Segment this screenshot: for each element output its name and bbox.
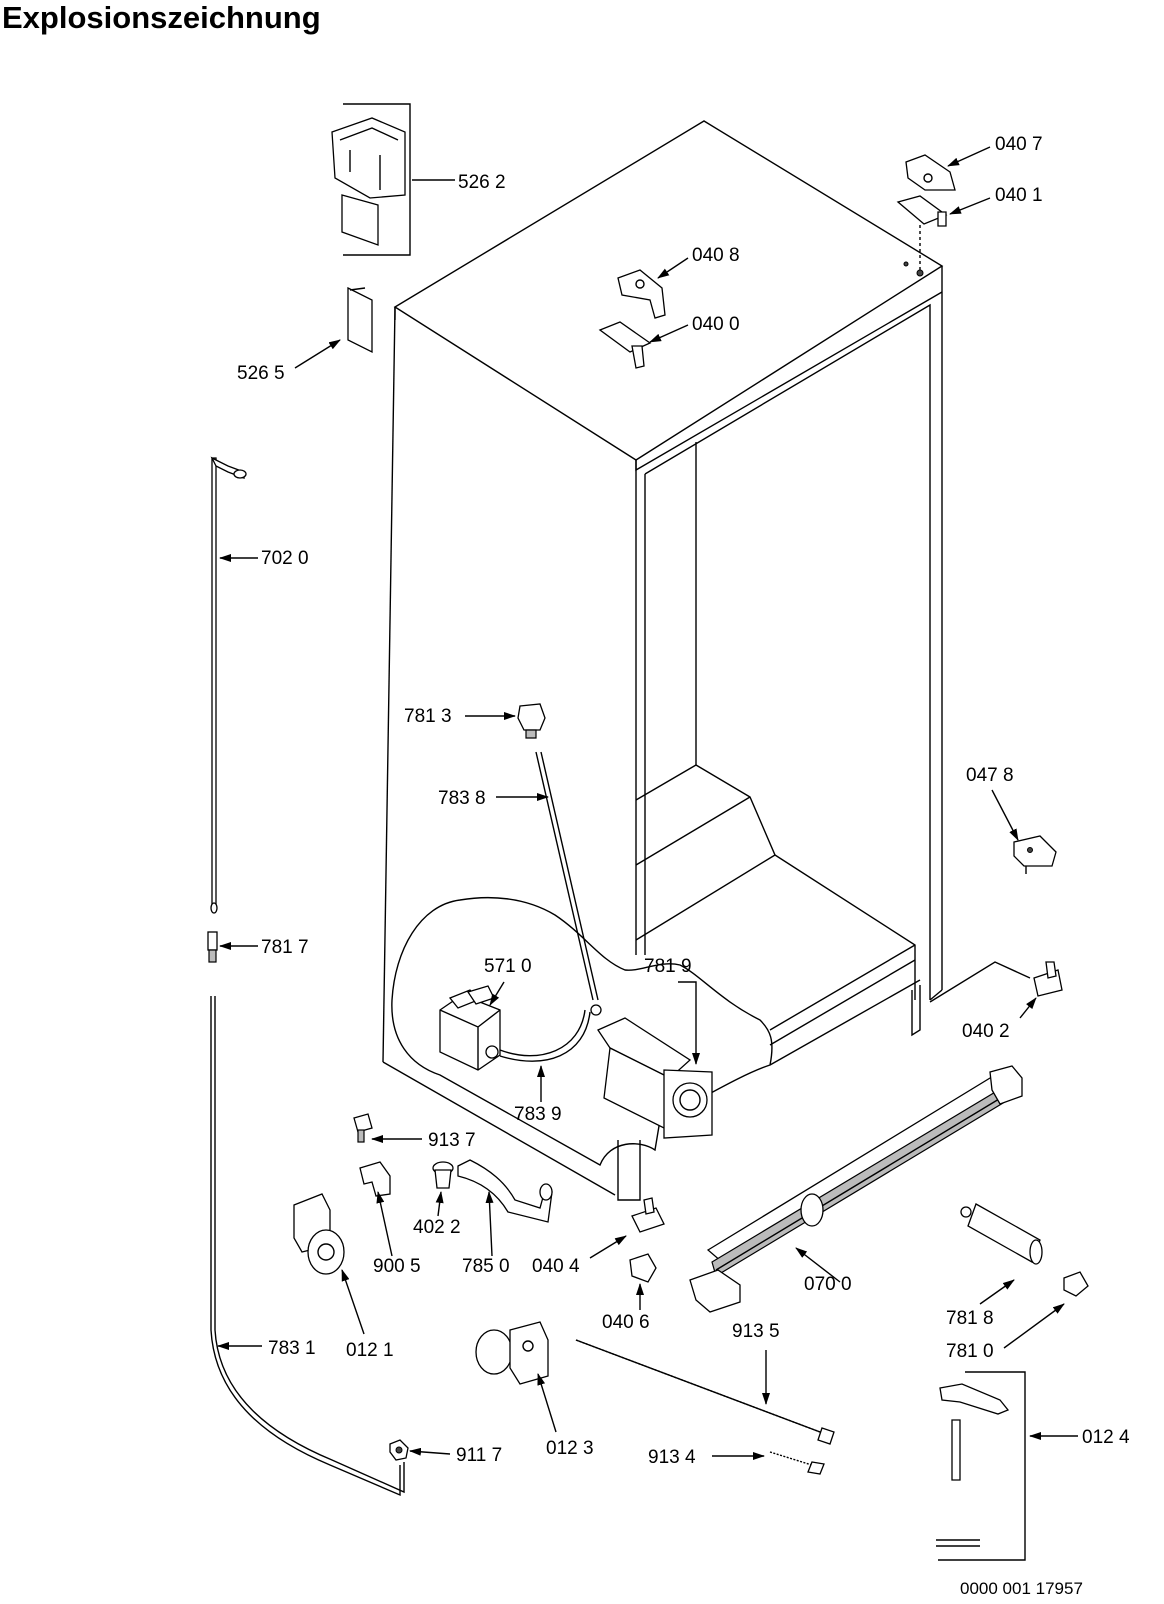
label-012-4: 012 4 xyxy=(1082,1427,1130,1448)
label-047-8: 047 8 xyxy=(966,765,1014,786)
label-040-8: 040 8 xyxy=(692,245,740,266)
part-526-5 xyxy=(347,286,373,354)
part-785-0 xyxy=(457,1159,553,1223)
label-781-3: 781 3 xyxy=(404,706,452,727)
part-040-8 xyxy=(617,269,666,319)
label-913-5: 913 5 xyxy=(732,1321,780,1342)
part-070-0 xyxy=(689,1065,1023,1313)
leader-lines xyxy=(217,146,1078,1460)
label-012-3: 012 3 xyxy=(546,1438,594,1459)
label-070-0: 070 0 xyxy=(804,1274,852,1295)
label-783-8: 783 8 xyxy=(438,788,486,809)
label-900-5: 900 5 xyxy=(373,1256,421,1277)
part-781-3 xyxy=(517,703,546,739)
part-781-0 xyxy=(1063,1271,1089,1297)
label-785-0: 785 0 xyxy=(462,1256,510,1277)
part-402-2 xyxy=(432,1161,454,1189)
part-900-5 xyxy=(359,1161,391,1197)
label-913-4: 913 4 xyxy=(648,1447,696,1468)
part-040-7 xyxy=(905,154,956,191)
cabinet-body xyxy=(382,120,944,1201)
part-526-2 xyxy=(331,103,411,256)
label-012-1: 012 1 xyxy=(346,1340,394,1361)
label-911-7: 911 7 xyxy=(456,1445,502,1466)
label-040-4: 040 4 xyxy=(532,1256,580,1277)
part-783-8 xyxy=(535,751,599,1001)
part-040-4 xyxy=(631,1197,665,1233)
label-781-0: 781 0 xyxy=(946,1341,994,1362)
diagram-title: Explosionszeichnung xyxy=(2,0,321,35)
label-040-7: 040 7 xyxy=(995,134,1043,155)
label-526-2: 526 2 xyxy=(458,172,506,193)
label-783-1: 783 1 xyxy=(268,1338,316,1359)
label-781-8: 781 8 xyxy=(946,1308,994,1329)
part-040-1 xyxy=(896,195,948,277)
label-781-7: 781 7 xyxy=(261,937,309,958)
label-040-1: 040 1 xyxy=(995,185,1043,206)
label-571-0: 571 0 xyxy=(484,956,532,977)
part-047-8 xyxy=(1013,835,1057,874)
part-040-6 xyxy=(629,1253,657,1283)
part-913-4 xyxy=(769,1451,825,1475)
part-781-7 xyxy=(207,931,218,963)
label-783-9: 783 9 xyxy=(514,1104,562,1125)
label-402-2: 402 2 xyxy=(413,1217,461,1238)
label-781-9: 781 9 xyxy=(644,956,692,977)
part-040-0 xyxy=(598,321,652,369)
part-702-0 xyxy=(210,456,247,914)
part-040-2 xyxy=(1033,961,1063,997)
part-911-7 xyxy=(389,1439,409,1461)
part-012-4 xyxy=(936,1371,1026,1561)
label-526-5: 526 5 xyxy=(237,363,285,384)
part-571-0 xyxy=(439,985,591,1071)
label-040-0: 040 0 xyxy=(692,314,740,335)
label-040-6: 040 6 xyxy=(602,1312,650,1333)
label-040-2: 040 2 xyxy=(962,1021,1010,1042)
label-702-0: 702 0 xyxy=(261,548,309,569)
part-012-1 xyxy=(293,1193,345,1275)
part-781-9 xyxy=(590,1004,713,1139)
drawing-number: 0000 001 17957 xyxy=(960,1579,1083,1598)
part-012-3 xyxy=(475,1321,549,1385)
part-781-8 xyxy=(960,1203,1043,1265)
part-913-7 xyxy=(353,1113,373,1143)
part-913-5 xyxy=(575,1339,835,1445)
label-913-7: 913 7 xyxy=(428,1130,476,1151)
part-labels: 526 2 526 5 040 7 040 1 040 8 040 0 702 … xyxy=(237,134,1130,1468)
